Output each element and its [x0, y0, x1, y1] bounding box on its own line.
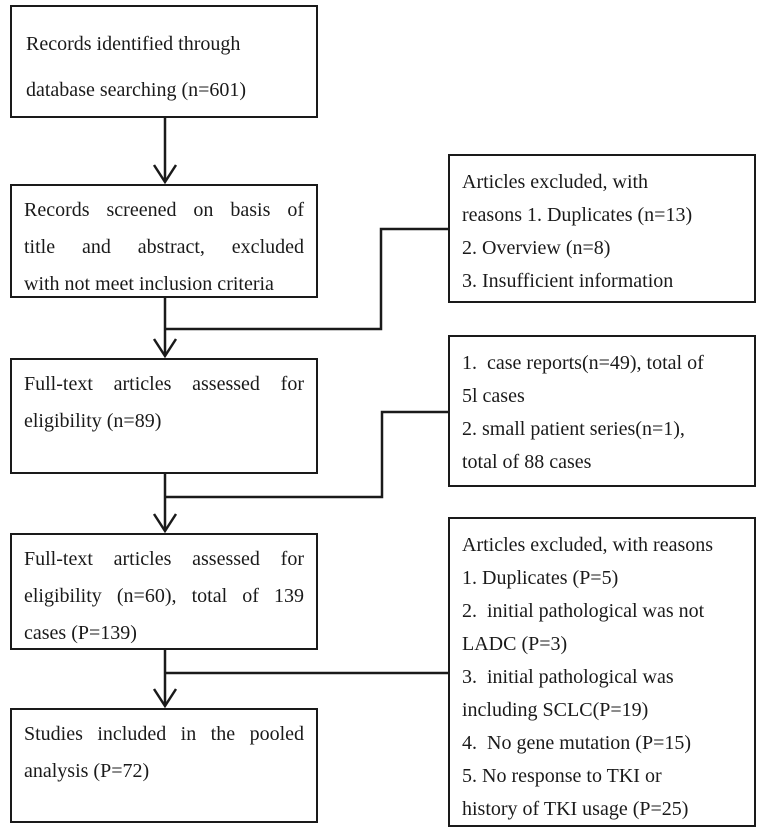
box-line: Records screened on basis of [24, 199, 304, 221]
arrow-2-head-icon [152, 338, 178, 359]
box-line: Full-text articles assessed for [24, 373, 304, 395]
box-included-study-types: 1. case reports(n=49), total of 5l cases… [448, 335, 756, 487]
box-line: Studies included in the pooled [24, 723, 304, 745]
box-line: Records identified through [26, 33, 241, 55]
box-line: 2. small patient series(n=1), [462, 418, 685, 440]
box-line: 2. initial pathological was not [462, 600, 705, 622]
arrow-3-head-icon [152, 513, 178, 534]
box-line: 3. Insufficient information [462, 270, 674, 292]
box-line: 5l cases [462, 385, 525, 407]
box-excluded-fulltext: Articles excluded, with reasons 1. Dupli… [448, 517, 756, 827]
box-line: 1. Duplicates (P=5) [462, 567, 619, 589]
box-studies-included: Studies included in the pooled analysis … [10, 708, 318, 823]
box-line: database searching (n=601) [26, 79, 247, 101]
box-line: including SCLC(P=19) [462, 699, 649, 721]
box-line: 2. Overview (n=8) [462, 237, 611, 259]
box-excluded-screening: Articles excluded, with reasons 1. Dupli… [448, 154, 756, 303]
box-line: 3. initial pathological was [462, 666, 674, 688]
arrow-4-head-icon [152, 688, 178, 709]
box-line: 5. No response to TKI or [462, 765, 662, 787]
box-line: Full-text articles assessed for [24, 548, 304, 570]
box-line: history of TKI usage (P=25) [462, 798, 689, 820]
box-fulltext-assessed-89: Full-text articles assessed for eligibil… [10, 358, 318, 474]
box-line: LADC (P=3) [462, 633, 568, 655]
box-line: with not meet inclusion criteria [24, 273, 274, 295]
box-line: Articles excluded, with reasons [462, 534, 714, 556]
box-line: 4. No gene mutation (P=15) [462, 732, 692, 754]
box-records-screened: Records screened on basis of title and a… [10, 184, 318, 298]
box-line: reasons 1. Duplicates (n=13) [462, 204, 693, 226]
box-line: eligibility (n=60), total of 139 [24, 585, 304, 607]
box-line: total of 88 cases [462, 451, 592, 473]
box-line: cases (P=139) [24, 622, 137, 644]
box-line: Articles excluded, with [462, 171, 649, 193]
box-fulltext-assessed-60: Full-text articles assessed for eligibil… [10, 533, 318, 650]
box-line: title and abstract, excluded [24, 236, 304, 258]
box-line: eligibility (n=89) [24, 410, 162, 432]
box-line: 1. case reports(n=49), total of [462, 352, 704, 374]
box-records-identified: Records identified through database sear… [10, 5, 318, 118]
arrow-1-head-icon [152, 164, 178, 185]
box-line: analysis (P=72) [24, 760, 150, 782]
